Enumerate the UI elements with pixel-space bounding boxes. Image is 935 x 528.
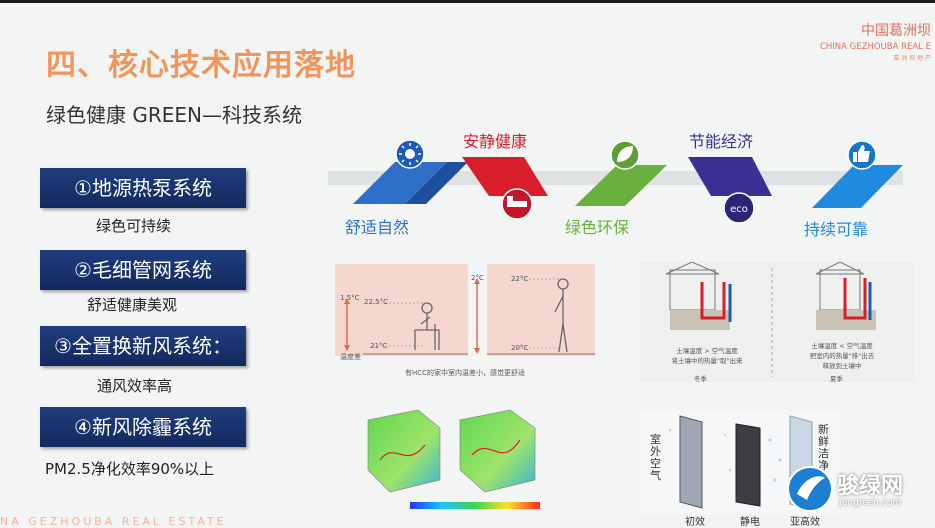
winter-label: 冬季 (694, 375, 707, 383)
feature-quiet-healthy: 安静健康 (463, 132, 528, 151)
color-scale (410, 502, 540, 509)
system-desc-capillary: 舒适健康美观 (87, 296, 178, 314)
summer-description: 土壤温度 < 空气温度 把室内的热量"排"出去 释放到土壤中 (809, 342, 875, 370)
chevron-red (462, 157, 548, 196)
slide-title: 四、核心技术应用落地 (46, 48, 356, 83)
room-right-bg (487, 264, 595, 356)
feature-band: eco (328, 139, 903, 224)
brand-logo: 中国葛洲坝 CHINA GEZHOUBA REAL E 葛 洲 坝 地 产 (820, 20, 931, 62)
summer-house (815, 262, 876, 330)
chevron-blue (353, 162, 447, 204)
filter-primary (679, 415, 703, 509)
system-box-haze-removal: ④新风除霾系统 (40, 407, 246, 447)
leaf-icon (610, 140, 640, 170)
filter-fresh-air: 新鲜洁净 (818, 423, 829, 472)
temp-left-diff: 1.5°C (340, 294, 360, 302)
slide-subtitle: 绿色健康 GREEN—科技系统 (46, 103, 302, 127)
filter-electrostatic (735, 423, 761, 507)
watermark-logo-icon (787, 466, 833, 512)
summer-label: 夏季 (830, 375, 843, 383)
filter-stage-hepa: 亚高效 (790, 517, 820, 528)
feature-energy-saving: 节能经济 (689, 132, 754, 151)
top-border (0, 0, 935, 3)
sun-icon (395, 139, 425, 169)
eco-icon: eco (723, 192, 755, 224)
watermark: 骏绿网 Jungreen.com (785, 464, 935, 520)
system-box-ground-source: ①地源热泵系统 (40, 168, 246, 208)
chevron-light-blue (812, 165, 903, 208)
temp-right-low: 20°C (511, 344, 529, 352)
watermark-url: Jungreen.com (839, 498, 902, 508)
system-desc-fresh-air: 通风效率高 (97, 377, 173, 395)
temp-left-floor: 温度差 (340, 353, 361, 361)
thumbs-up-icon (847, 140, 877, 170)
footer-text: NA GEZHOUBA REAL ESTATE (0, 515, 227, 528)
system-box-capillary: ②毛细管网系统 (40, 250, 246, 290)
winter-description: 土壤温度 > 空气温度 将土壤中的热量"取"出来 (671, 347, 743, 365)
system-desc-haze-removal: PM2.5净化效率90%以上 (45, 460, 215, 478)
airflow-simulation (367, 409, 540, 509)
chevron-blue-shade (405, 162, 468, 204)
filter-stage-electrostatic: 静电 (740, 517, 760, 528)
bed-icon (501, 188, 533, 220)
system-box-fresh-air: ③全置换新风系统： (40, 326, 246, 366)
system-desc-ground-source: 绿色可持续 (96, 217, 172, 235)
winter-house (665, 262, 732, 330)
standing-person (554, 278, 569, 353)
watermark-name: 骏绿网 (837, 474, 904, 499)
temperature-diagram (335, 264, 595, 356)
temp-left-low: 21°C (370, 342, 388, 350)
brand-tagline: 葛 洲 坝 地 产 (893, 55, 931, 62)
seated-person (414, 302, 440, 350)
ground-source-diagram (640, 262, 915, 382)
temp-left-high: 22.5°C (364, 298, 388, 306)
filter-outside-air: 室外空气 (650, 433, 661, 482)
feature-comfortable: 舒适自然 (345, 218, 410, 237)
filter-stage-primary: 初效 (685, 517, 705, 528)
brand-name-cn: 中国葛洲坝 (861, 23, 931, 39)
temp-right-diff: 2°C (471, 274, 484, 282)
brand-name-en: CHINA GEZHOUBA REAL E (819, 42, 931, 52)
feature-green-eco: 绿色环保 (565, 218, 630, 237)
temp-right-high: 22°C (511, 275, 529, 283)
feature-reliable: 持续可靠 (804, 220, 869, 239)
chevron-purple (688, 157, 772, 196)
chevron-green (575, 165, 667, 206)
eco-text: eco (730, 204, 748, 215)
temp-caption: 有HCC的家中室内温差小，感觉更舒适 (405, 369, 526, 377)
